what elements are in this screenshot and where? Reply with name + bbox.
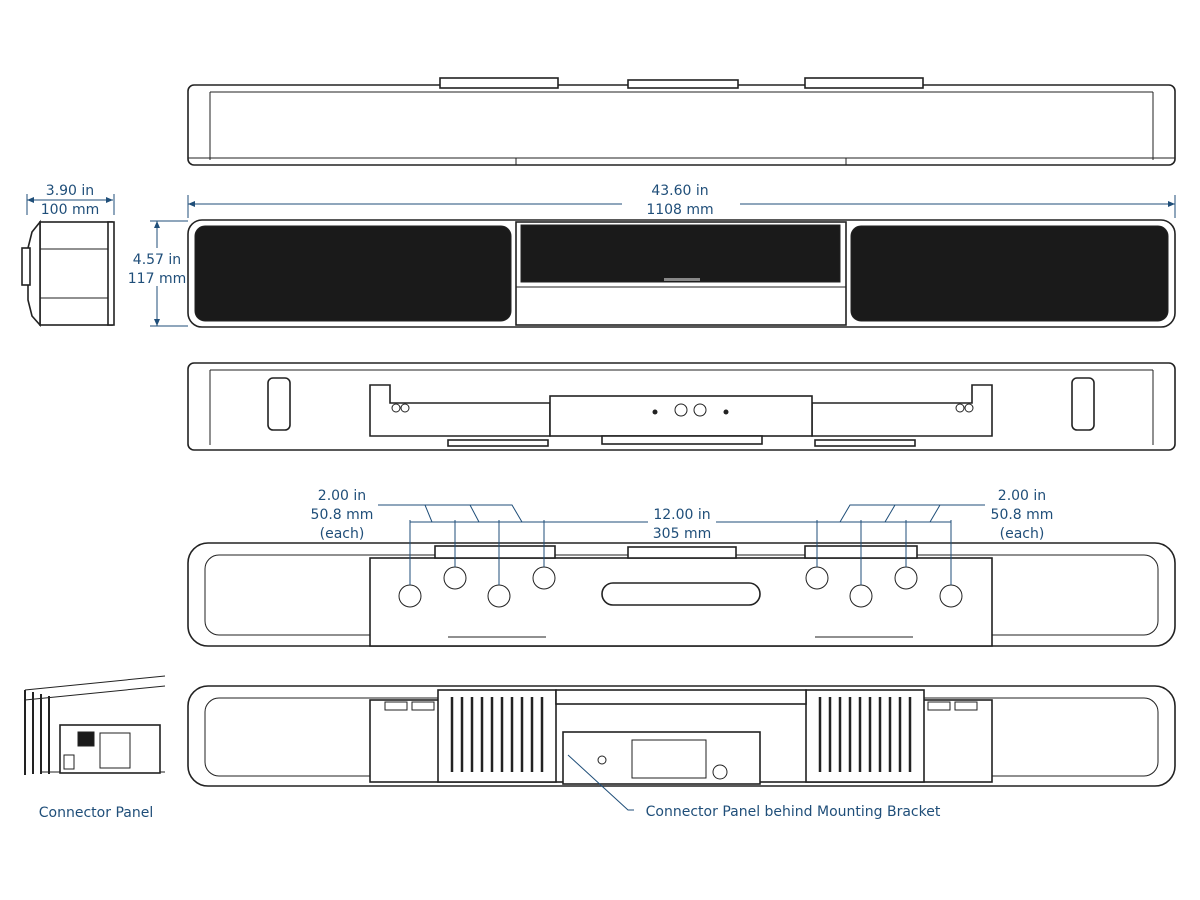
length-mm-label: 1108 mm [646, 202, 713, 218]
front-view: 43.60 in 1108 mm 4.57 in 117 mm [128, 180, 1176, 328]
left-spacing-mm: 50.8 mm [311, 507, 374, 523]
right-spacing-in: 2.00 in [998, 488, 1046, 504]
bottom-view: 2.00 in 50.8 mm (each) 12.00 in 305 mm 2… [187, 488, 1176, 647]
left-spacing-note: (each) [320, 526, 365, 542]
depth-in-label: 3.90 in [46, 183, 94, 199]
connector-panel-inset: Connector Panel [24, 675, 166, 821]
center-spacing-in: 12.00 in [653, 507, 710, 523]
connector-behind-bracket-label: Connector Panel behind Mounting Bracket [646, 804, 941, 820]
center-spacing-mm: 305 mm [653, 526, 711, 542]
height-in-label: 4.57 in [133, 252, 181, 268]
height-mm-label: 117 mm [128, 271, 186, 287]
rear-view [187, 362, 1176, 451]
length-in-label: 43.60 in [651, 183, 708, 199]
left-spacing-in: 2.00 in [318, 488, 366, 504]
bottom-view-no-bracket: Connector Panel behind Mounting Bracket [187, 685, 1176, 820]
connector-panel-label: Connector Panel [39, 805, 153, 821]
right-spacing-note: (each) [1000, 526, 1045, 542]
depth-mm-label: 100 mm [41, 202, 99, 218]
top-view [187, 77, 1176, 166]
right-spacing-mm: 50.8 mm [991, 507, 1054, 523]
side-view: 3.90 in 100 mm [21, 183, 115, 328]
